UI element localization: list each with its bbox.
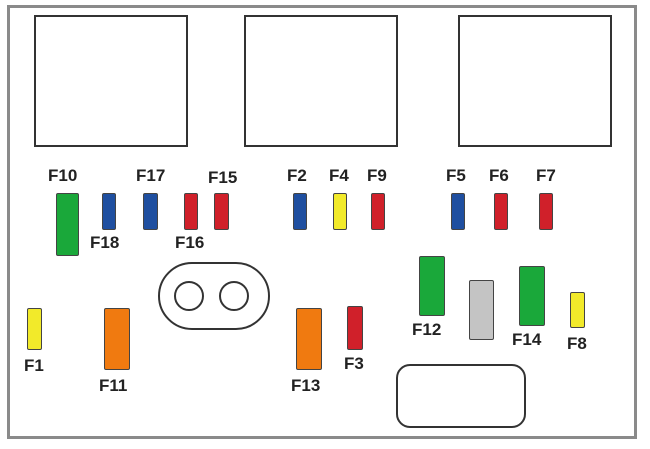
fuse-f9 — [371, 193, 385, 230]
fuse-f6 — [494, 193, 508, 230]
fuse-f17 — [143, 193, 158, 230]
fuse-label: F17 — [136, 166, 166, 185]
fuse-box-frame — [7, 5, 637, 439]
connector-hole — [219, 281, 249, 311]
fuse-f13 — [296, 308, 322, 370]
fuse-f18 — [102, 193, 116, 230]
fuse-label: F15 — [208, 168, 238, 187]
fuse-label: F1 — [24, 356, 44, 375]
fuse-unlabeled — [469, 280, 494, 340]
fuse-f4 — [333, 193, 347, 230]
fuse-f10 — [56, 193, 79, 256]
fuse-label: F10 — [48, 166, 78, 185]
fuse-f7 — [539, 193, 553, 230]
fuse-f15 — [214, 193, 229, 230]
relay-1 — [34, 15, 188, 147]
fuse-label: F5 — [446, 166, 466, 185]
fuse-label: F7 — [536, 166, 556, 185]
fuse-f16 — [184, 193, 198, 230]
fuse-label: F3 — [344, 354, 364, 373]
relay-3 — [458, 15, 612, 147]
fuse-label: F8 — [567, 334, 587, 353]
fuse-f1 — [27, 308, 42, 350]
fuse-label: F6 — [489, 166, 509, 185]
relay-2 — [244, 15, 398, 147]
fuse-f12 — [419, 256, 445, 316]
fuse-label: F4 — [329, 166, 349, 185]
fuse-f14 — [519, 266, 545, 326]
fuse-f5 — [451, 193, 465, 230]
fuse-f8 — [570, 292, 585, 328]
empty-slot — [396, 364, 526, 428]
fuse-f3 — [347, 306, 363, 350]
fuse-label: F16 — [175, 233, 205, 252]
fuse-f11 — [104, 308, 130, 370]
fuse-label: F9 — [367, 166, 387, 185]
fuse-label: F18 — [90, 233, 120, 252]
fuse-label: F13 — [291, 376, 321, 395]
fuse-label: F12 — [412, 320, 442, 339]
fuse-label: F11 — [99, 376, 128, 395]
fuse-f2 — [293, 193, 307, 230]
connector-hole — [174, 281, 204, 311]
connector — [158, 262, 270, 330]
fuse-label: F2 — [287, 166, 307, 185]
fuse-label: F14 — [512, 330, 542, 349]
